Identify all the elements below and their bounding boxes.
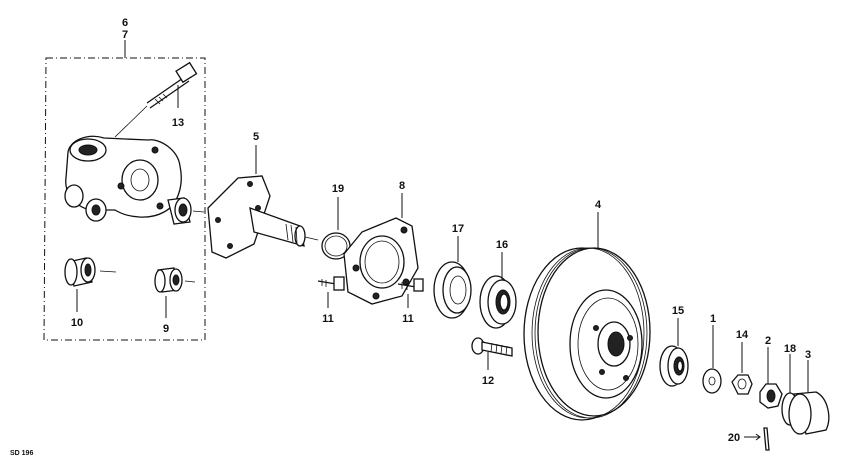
label-part-12: 12: [482, 375, 494, 387]
part-15-bearing: [659, 318, 689, 387]
part-14-nut: [731, 342, 753, 395]
bushing-installed: [167, 197, 205, 225]
part-3-grease-cap: [788, 360, 830, 435]
label-part-20: 20: [728, 432, 740, 444]
part-19-o-ring: [321, 197, 351, 260]
label-part-2: 2: [765, 335, 771, 347]
label-part-6: 6: [122, 17, 128, 29]
part-13-bolt: [114, 61, 198, 138]
part-2-nut-lock: [759, 347, 783, 409]
label-part-19: 19: [332, 183, 344, 195]
label-part-15: 15: [672, 305, 684, 317]
knuckle-assembly-box: [43, 40, 206, 341]
label-part-7: 7: [122, 29, 128, 41]
part-1-washer: [702, 325, 722, 394]
knuckle-body: [64, 135, 182, 222]
label-part-18: 18: [784, 343, 796, 355]
label-part-11-left: 11: [322, 313, 334, 325]
label-part-8: 8: [399, 180, 405, 192]
label-part-1: 1: [710, 313, 716, 325]
label-part-14: 14: [736, 329, 749, 341]
figure-code: SD 196: [10, 450, 33, 457]
label-part-10: 10: [71, 317, 83, 329]
part-12-hub-bolt: [471, 337, 513, 370]
part-11-bolt-right: [397, 278, 424, 308]
part-9-bushing: [154, 267, 196, 318]
part-17-oil-seal: [433, 236, 472, 319]
part-10-bushing: [64, 257, 117, 312]
label-part-9: 9: [163, 323, 169, 335]
label-part-17: 17: [452, 223, 464, 235]
label-part-13: 13: [172, 117, 184, 129]
part-11-bolt-left: [317, 276, 345, 308]
part-8-backing-plate: [343, 193, 419, 305]
label-part-4: 4: [595, 199, 602, 211]
label-part-3: 3: [805, 349, 811, 361]
part-5-spindle-plate: [207, 145, 319, 259]
part-16-bearing: [479, 252, 517, 329]
part-4-brake-drum: [523, 212, 651, 421]
label-part-11-right: 11: [402, 313, 414, 325]
label-part-5: 5: [253, 131, 259, 143]
part-20-cotter-pin: [744, 427, 770, 451]
label-part-16: 16: [496, 239, 508, 251]
